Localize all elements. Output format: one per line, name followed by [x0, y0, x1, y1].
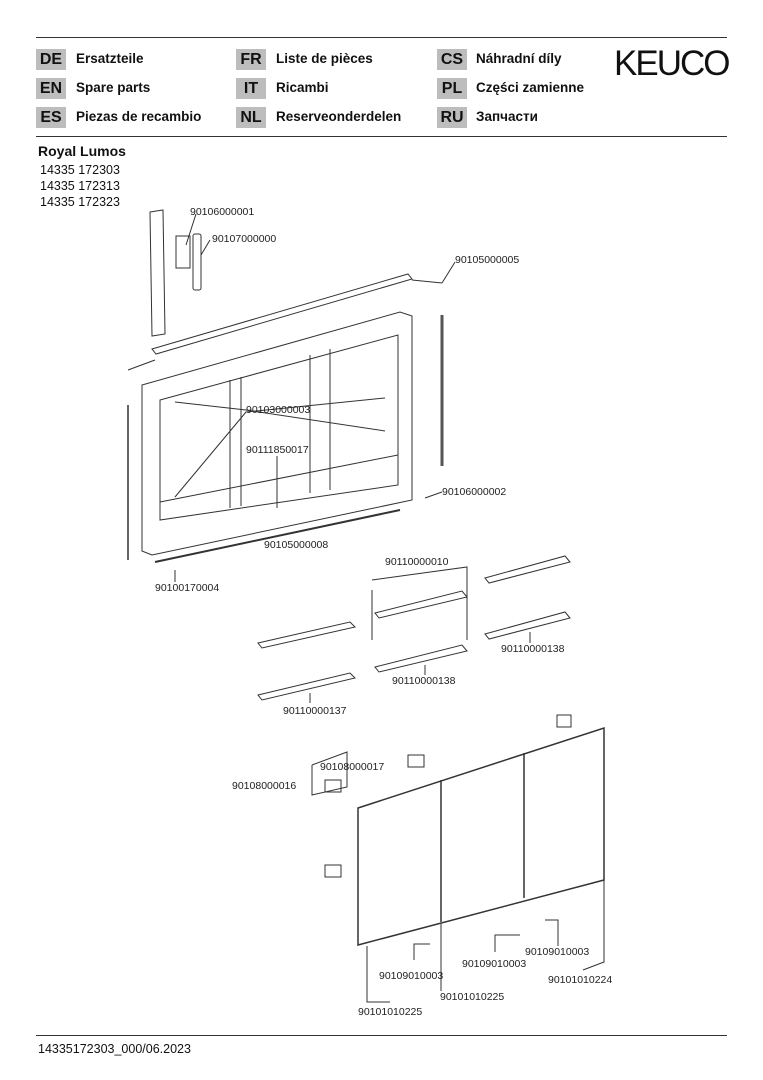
shelf — [484, 611, 571, 640]
part-label: 90103000003 — [246, 404, 311, 416]
lang-label: Náhradní díly — [476, 51, 562, 66]
article-number: 14335 172323 — [40, 195, 120, 209]
shelf — [484, 555, 571, 584]
shelf — [257, 672, 356, 701]
top-profile — [151, 273, 413, 355]
part-label: 90110000138 — [501, 643, 565, 655]
brand-logo: KEUCO — [614, 44, 730, 83]
lang-code: DE — [36, 49, 66, 70]
lang-code: IT — [236, 78, 266, 99]
part-label: 90106000001 — [190, 206, 255, 218]
part-label: 90107000000 — [212, 233, 277, 245]
mirror-doors — [357, 726, 605, 946]
header-rule — [36, 136, 727, 137]
part-label: 90101010224 — [548, 974, 613, 986]
wall-bracket — [149, 209, 166, 337]
cover-profile — [192, 233, 202, 291]
article-number: 14335 172303 — [40, 163, 120, 177]
part-label: 90106000002 — [442, 486, 507, 498]
part-label: 90108000017 — [320, 761, 385, 773]
hinge — [324, 779, 342, 793]
lang-label: Ricambi — [276, 80, 329, 95]
part-label: 90108000016 — [232, 780, 297, 792]
hinge — [556, 714, 572, 728]
lang-label: Spare parts — [76, 80, 151, 95]
part-label: 90109010003 — [379, 970, 444, 982]
lang-code: EN — [36, 78, 66, 99]
product-name: Royal Lumos — [38, 143, 126, 159]
part-label: 90110000138 — [392, 675, 456, 687]
lang-code: ES — [36, 107, 66, 128]
shelf — [374, 590, 468, 619]
lang-label: Piezas de recambio — [76, 109, 202, 124]
cabinet-frame — [141, 311, 413, 556]
part-label: 90100170004 — [155, 582, 220, 594]
lang-code: NL — [236, 107, 266, 128]
lang-label: Reserveonderdelen — [276, 109, 402, 124]
footer-rule — [36, 1035, 727, 1036]
part-label: 90101010225 — [440, 991, 505, 1003]
driver-unit — [175, 235, 191, 269]
part-label: 90105000005 — [455, 254, 520, 266]
lang-code: CS — [437, 49, 467, 70]
lang-code: FR — [236, 49, 266, 70]
part-label: 90109010003 — [462, 958, 527, 970]
top-rule — [36, 37, 727, 38]
document-number: 14335172303_000/06.2023 — [38, 1042, 191, 1056]
shelf — [374, 644, 468, 673]
part-label: 90110000137 — [283, 705, 347, 717]
lang-label: Części zamienne — [476, 80, 585, 95]
part-label: 90109010003 — [525, 946, 590, 958]
lang-code: RU — [437, 107, 467, 128]
article-number: 14335 172313 — [40, 179, 120, 193]
lang-label: Запчасти — [476, 109, 538, 124]
cabinet-interior — [159, 334, 399, 521]
lang-label: Ersatzteile — [76, 51, 144, 66]
hinge — [324, 864, 342, 878]
lang-code: PL — [437, 78, 467, 99]
part-label: 90110000010 — [385, 556, 449, 568]
part-label: 90111850017 — [246, 444, 309, 456]
bottom-profile — [154, 509, 401, 563]
shelf — [257, 621, 356, 649]
hinge — [407, 754, 425, 768]
part-label: 90105000008 — [264, 539, 329, 551]
part-label: 90101010225 — [358, 1006, 423, 1018]
lang-label: Liste de pièces — [276, 51, 373, 66]
